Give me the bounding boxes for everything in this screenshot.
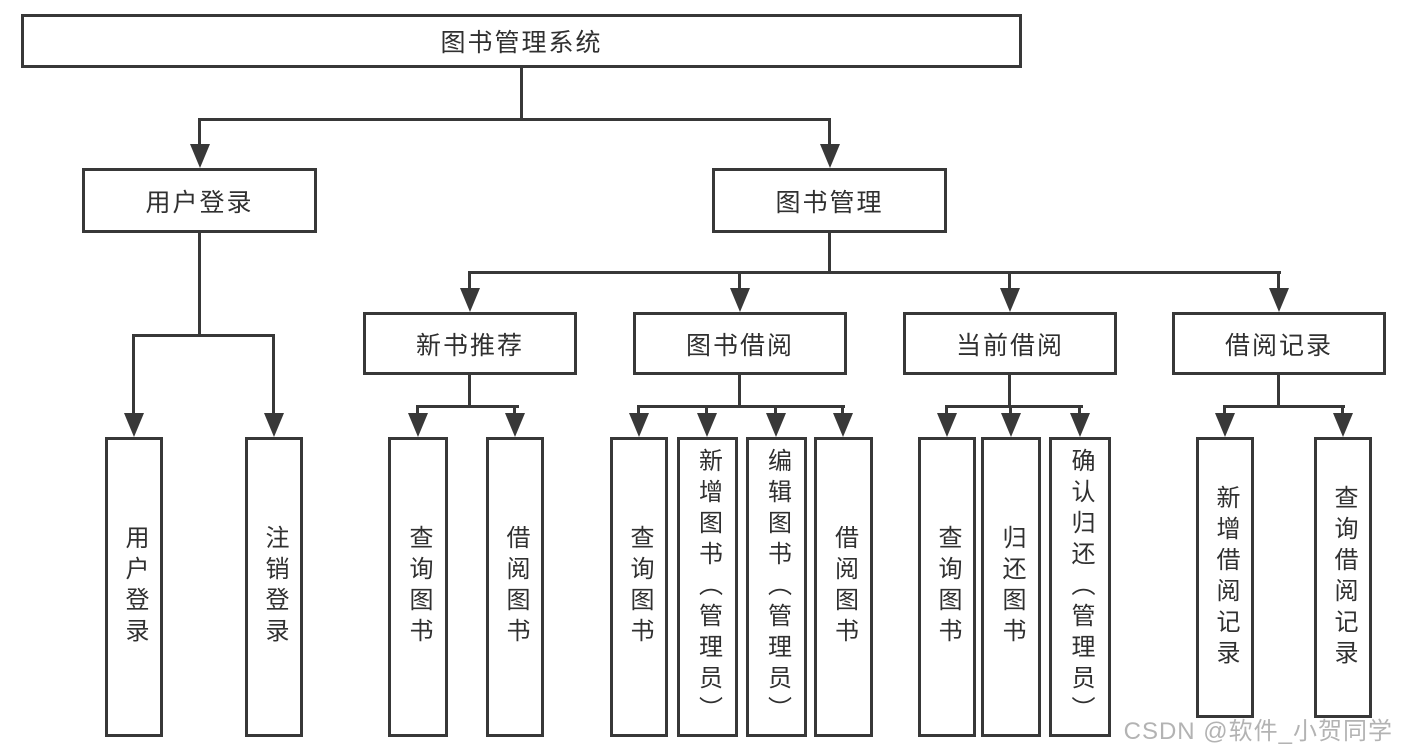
arrow-down-icon [629, 413, 649, 437]
connector-line [198, 118, 201, 146]
connector-line [828, 118, 831, 146]
leaf-label: 借阅图书 [502, 525, 529, 649]
leaf-label: 确认归还（管理员） [1067, 447, 1094, 727]
node-label: 图书借阅 [685, 331, 794, 360]
connector-line [637, 405, 640, 416]
node-library-management-system: 图书管理系统 [21, 14, 1022, 68]
arrow-down-icon [408, 413, 428, 437]
leaf-label: 新增借阅记录 [1212, 484, 1239, 671]
node-current-borrowing: 当前借阅 [903, 312, 1117, 375]
connector-line [468, 271, 1281, 274]
leaf-label: 归还图书 [998, 525, 1025, 649]
connector-line [468, 373, 471, 408]
arrow-down-icon [697, 413, 717, 437]
arrow-down-icon [460, 288, 480, 312]
arrow-down-icon [1001, 413, 1021, 437]
leaf-query-books-current: 查询图书 [918, 437, 976, 737]
csdn-watermark: CSDN @软件_小贺同学 [1123, 718, 1393, 745]
leaf-add-borrow-record: 新增借阅记录 [1196, 437, 1254, 718]
connector-line [738, 373, 741, 408]
node-label: 图书管理系统 [440, 29, 603, 57]
leaf-label: 注销登录 [261, 525, 288, 649]
leaf-label: 查询图书 [934, 525, 961, 649]
leaf-logout: 注销登录 [245, 437, 303, 737]
connector-line [132, 334, 135, 415]
leaf-label: 新增图书（管理员） [694, 447, 722, 727]
leaf-label: 编辑图书（管理员） [763, 447, 791, 727]
leaf-borrow-books: 借阅图书 [814, 437, 873, 737]
node-new-book-recommend: 新书推荐 [363, 312, 577, 375]
arrow-down-icon [1333, 413, 1353, 437]
connector-line [520, 66, 523, 121]
arrow-down-icon [1215, 413, 1235, 437]
connector-line [1008, 373, 1011, 408]
leaf-label: 查询借阅记录 [1330, 484, 1357, 671]
connector-line [1223, 405, 1226, 416]
connector-line [1223, 405, 1345, 408]
arrow-down-icon [766, 413, 786, 437]
connector-line [1277, 271, 1280, 289]
arrow-down-icon [730, 288, 750, 312]
leaf-label: 用户登录 [121, 525, 148, 649]
connector-line [1009, 405, 1012, 416]
node-user-login: 用户登录 [82, 168, 317, 233]
leaf-edit-book-admin: 编辑图书（管理员） [746, 437, 807, 737]
arrow-down-icon [937, 413, 957, 437]
leaf-add-book-admin: 新增图书（管理员） [677, 437, 738, 737]
leaf-query-books-borrowing: 查询图书 [610, 437, 668, 737]
arrow-down-icon [124, 413, 144, 437]
connector-line [774, 405, 777, 416]
node-book-borrowing: 图书借阅 [633, 312, 847, 375]
connector-line [198, 232, 201, 337]
arrow-down-icon [190, 144, 210, 168]
connector-line [416, 405, 519, 408]
node-borrowing-records: 借阅记录 [1172, 312, 1386, 375]
connector-line [468, 271, 471, 289]
connector-line [637, 405, 845, 408]
connector-line [828, 231, 831, 274]
leaf-query-books-recommend: 查询图书 [388, 437, 448, 737]
node-label: 用户登录 [145, 188, 254, 217]
connector-line [841, 405, 844, 416]
leaf-label: 查询图书 [626, 525, 653, 649]
connector-line [132, 334, 275, 337]
leaf-query-borrow-record: 查询借阅记录 [1314, 437, 1372, 718]
leaf-user-login: 用户登录 [105, 437, 163, 737]
node-label: 新书推荐 [415, 331, 524, 360]
arrow-down-icon [1000, 288, 1020, 312]
connector-line [416, 405, 419, 416]
arrow-down-icon [833, 413, 853, 437]
arrow-down-icon [1070, 413, 1090, 437]
connector-line [945, 405, 948, 416]
arrow-down-icon [505, 413, 525, 437]
arrow-down-icon [264, 413, 284, 437]
connector-line [1008, 271, 1011, 289]
leaf-confirm-return-admin: 确认归还（管理员） [1049, 437, 1111, 737]
leaf-label: 查询图书 [405, 525, 432, 649]
leaf-borrow-books-recommend: 借阅图书 [486, 437, 544, 737]
connector-line [738, 271, 741, 289]
arrow-down-icon [1269, 288, 1289, 312]
node-label: 图书管理 [775, 188, 884, 217]
connector-line [198, 118, 831, 121]
connector-line [272, 334, 275, 415]
connector-line [1078, 405, 1081, 416]
node-label: 借阅记录 [1224, 331, 1333, 360]
node-book-management: 图书管理 [712, 168, 947, 233]
node-label: 当前借阅 [955, 331, 1064, 360]
arrow-down-icon [820, 144, 840, 168]
connector-line [705, 405, 708, 416]
connector-line [1277, 373, 1280, 408]
leaf-return-books: 归还图书 [981, 437, 1041, 737]
connector-line [945, 405, 1083, 408]
connector-line [1341, 405, 1344, 416]
leaf-label: 借阅图书 [830, 525, 858, 649]
connector-line [513, 405, 516, 416]
